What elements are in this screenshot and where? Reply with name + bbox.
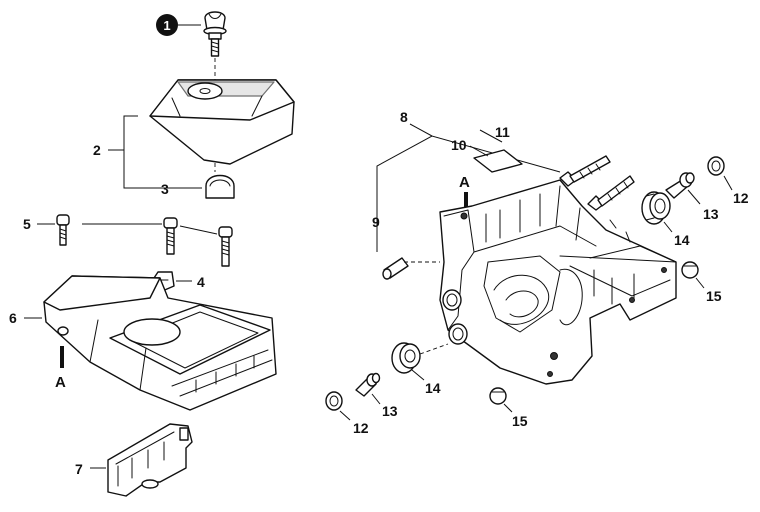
part-15-plug-lower (489, 387, 507, 405)
label-8: 8 (400, 109, 408, 125)
part-5-screw-a (56, 214, 70, 246)
part-10-label (473, 149, 523, 173)
badge-1: 1 (156, 14, 178, 36)
label-13-lower: 13 (382, 403, 398, 419)
marker-a-left: A (55, 374, 66, 391)
label-12-lower: 12 (353, 420, 369, 436)
part-2-filter-cover (149, 79, 295, 165)
label-5: 5 (23, 216, 31, 232)
part-11-bolt-upper (559, 155, 611, 187)
part-9-stud (382, 257, 409, 280)
part-3-seal (205, 174, 235, 199)
label-9: 9 (372, 214, 380, 230)
part-5-screw-c (218, 226, 233, 267)
part-12-cap-upper (707, 156, 725, 176)
label-6: 6 (9, 310, 17, 326)
part-14-grommet-upper (641, 191, 671, 225)
label-14-lower: 14 (425, 380, 441, 396)
label-11: 11 (495, 124, 510, 140)
crankcase (439, 179, 677, 385)
label-7: 7 (75, 461, 83, 477)
label-1: 1 (163, 18, 170, 33)
part-11-bolt-lower (587, 175, 635, 211)
part-13-nipple-upper (665, 172, 695, 199)
part-12-cap-lower (325, 391, 343, 411)
label-2: 2 (93, 142, 101, 158)
label-13-upper: 13 (703, 206, 719, 222)
label-4: 4 (197, 274, 205, 290)
part-13-nipple-lower (355, 372, 381, 397)
part-5-screw-b (163, 217, 178, 255)
label-12-upper: 12 (733, 190, 749, 206)
part-15-plug-upper (681, 261, 699, 279)
label-10: 10 (451, 137, 467, 153)
marker-a-right: A (459, 174, 470, 191)
label-15-upper: 15 (706, 288, 722, 304)
part-1-knob-screw (203, 11, 227, 57)
part-14-grommet-lower (391, 342, 421, 374)
label-3: 3 (161, 181, 169, 197)
label-15-lower: 15 (512, 413, 528, 429)
part-6-top-cover (43, 275, 277, 411)
part-7-filter-plate (107, 423, 193, 497)
label-14-upper: 14 (674, 232, 690, 248)
